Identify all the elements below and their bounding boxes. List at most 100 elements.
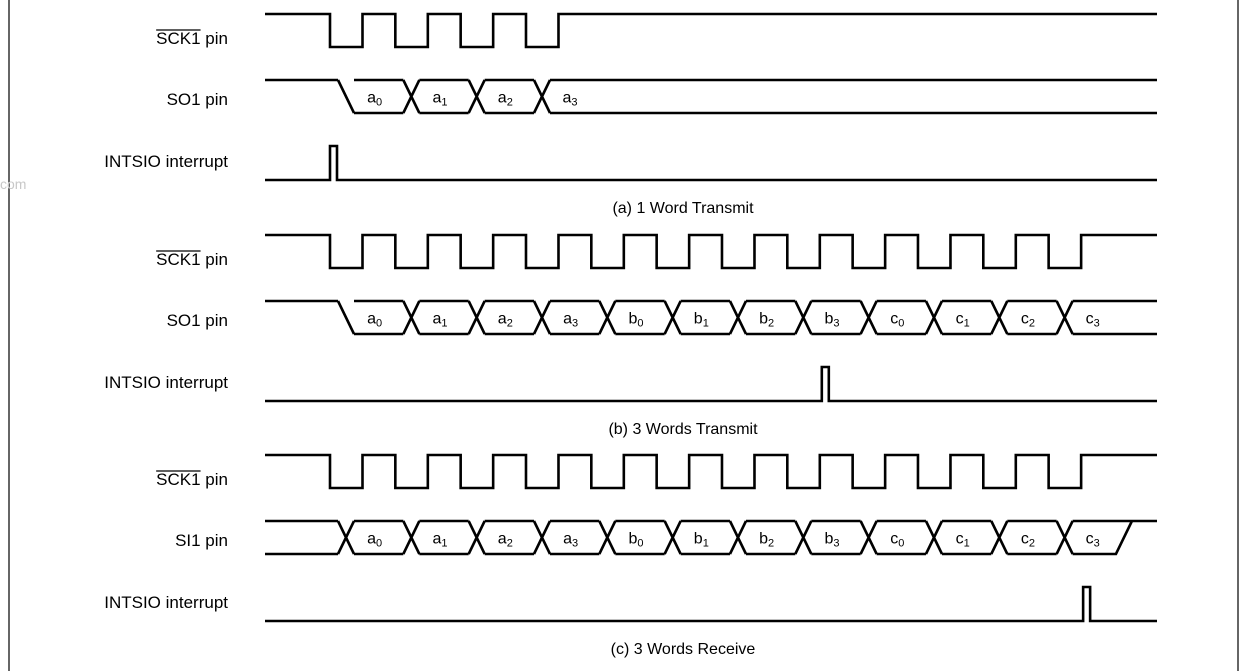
data-cell-border [1007, 519, 1057, 556]
data-bit-label: c0 [890, 531, 904, 550]
signal-label-suffix: pin [201, 29, 228, 48]
data-bit-label: a3 [562, 90, 577, 109]
signal-label: SI1 pin [175, 531, 228, 550]
data-cell-border [1007, 299, 1057, 336]
signal-label-overlined: SCK1 [156, 29, 200, 48]
signal-label: INTSIO interrupt [104, 152, 228, 171]
interrupt-waveform [265, 585, 1157, 623]
data-transition [402, 300, 421, 335]
data-transition [402, 520, 421, 555]
data-transition [467, 300, 486, 335]
data-bit-label: b2 [759, 531, 774, 550]
data-cell-border [745, 299, 796, 336]
signal-label: INTSIO interrupt [104, 373, 228, 392]
data-tail [549, 78, 1157, 115]
data-cell-border [876, 299, 926, 336]
panel-caption: (a) 1 Word Transmit [612, 200, 754, 217]
signal-label-suffix: pin [201, 470, 228, 489]
data-bit-label: b3 [824, 311, 839, 330]
data-transition [663, 520, 682, 555]
data-transition [336, 300, 356, 335]
data-bit-label: a1 [432, 531, 447, 550]
data-transition [402, 79, 421, 114]
data-cell-border [354, 519, 404, 556]
data-bit-label: a2 [498, 90, 513, 109]
data-bit-label: a0 [367, 90, 382, 109]
data-transition [532, 300, 552, 335]
signal-label-overlined: SCK1 [156, 250, 200, 269]
signal-label: SO1 pin [167, 90, 228, 109]
data-transition [467, 520, 486, 555]
signal-label: SO1 pin [167, 311, 228, 330]
data-cell-border [811, 299, 861, 336]
data-tail [1072, 519, 1157, 556]
signal-label: SCK1 pin [156, 29, 228, 48]
data-bit-label: c3 [1086, 531, 1100, 550]
data-transition [1055, 300, 1074, 335]
data-cell-border [941, 519, 992, 556]
data-transition [728, 300, 748, 335]
clock-waveform [265, 12, 1157, 49]
data-bit-label: a3 [563, 311, 578, 330]
data-transition [859, 300, 878, 335]
data-cell-border [811, 519, 861, 556]
data-cell-border [484, 78, 534, 115]
data-transition [728, 520, 748, 555]
data-cell-border [941, 299, 992, 336]
data-cell-border [419, 78, 469, 115]
data-transition [336, 79, 356, 114]
data-transition [663, 300, 682, 335]
data-transition [532, 520, 552, 555]
data-bit-label: a1 [432, 311, 447, 330]
data-cell-border [680, 299, 730, 336]
signal-label: SCK1 pin [156, 250, 228, 269]
data-bit-label: c2 [1021, 311, 1035, 330]
data-bit-label: c1 [956, 311, 970, 330]
data-bit-label: a1 [432, 90, 447, 109]
data-transition [532, 79, 552, 114]
panel-caption: (c) 3 Words Receive [611, 641, 756, 658]
data-bit-label: b0 [628, 311, 643, 330]
data-tail [1072, 299, 1157, 336]
data-transition [598, 300, 617, 335]
data-transition [990, 520, 1009, 555]
data-cell-border [549, 299, 600, 336]
data-bit-label: c2 [1021, 531, 1035, 550]
data-bit-label: c3 [1086, 311, 1100, 330]
data-transition [598, 520, 617, 555]
data-transition [794, 520, 813, 555]
data-cell-border [484, 519, 534, 556]
data-cell-border [419, 519, 469, 556]
data-bit-label: b1 [694, 531, 709, 550]
data-transition [859, 520, 878, 555]
data-cell-border [680, 519, 730, 556]
watermark-text: com [0, 176, 26, 192]
signal-label: SCK1 pin [156, 470, 228, 489]
data-transition [990, 300, 1009, 335]
data-transition [924, 300, 944, 335]
data-bit-label: b1 [694, 311, 709, 330]
clock-waveform [265, 233, 1157, 270]
data-cell-border [615, 519, 665, 556]
data-cell-border [484, 299, 534, 336]
data-transition [336, 520, 356, 555]
data-transition [794, 300, 813, 335]
data-cell-border [549, 519, 600, 556]
interrupt-waveform [265, 144, 1157, 182]
panel-caption: (b) 3 Words Transmit [608, 421, 758, 438]
data-bit-label: a0 [367, 311, 382, 330]
data-bit-label: a3 [563, 531, 578, 550]
data-cell-border [419, 299, 469, 336]
data-bit-label: a2 [498, 311, 513, 330]
data-bit-label: b0 [628, 531, 643, 550]
data-cell-border [354, 299, 404, 336]
data-transition [924, 520, 944, 555]
data-bit-label: c0 [890, 311, 904, 330]
signal-label: INTSIO interrupt [104, 593, 228, 612]
data-transition [1055, 520, 1074, 555]
data-bit-label: a2 [498, 531, 513, 550]
